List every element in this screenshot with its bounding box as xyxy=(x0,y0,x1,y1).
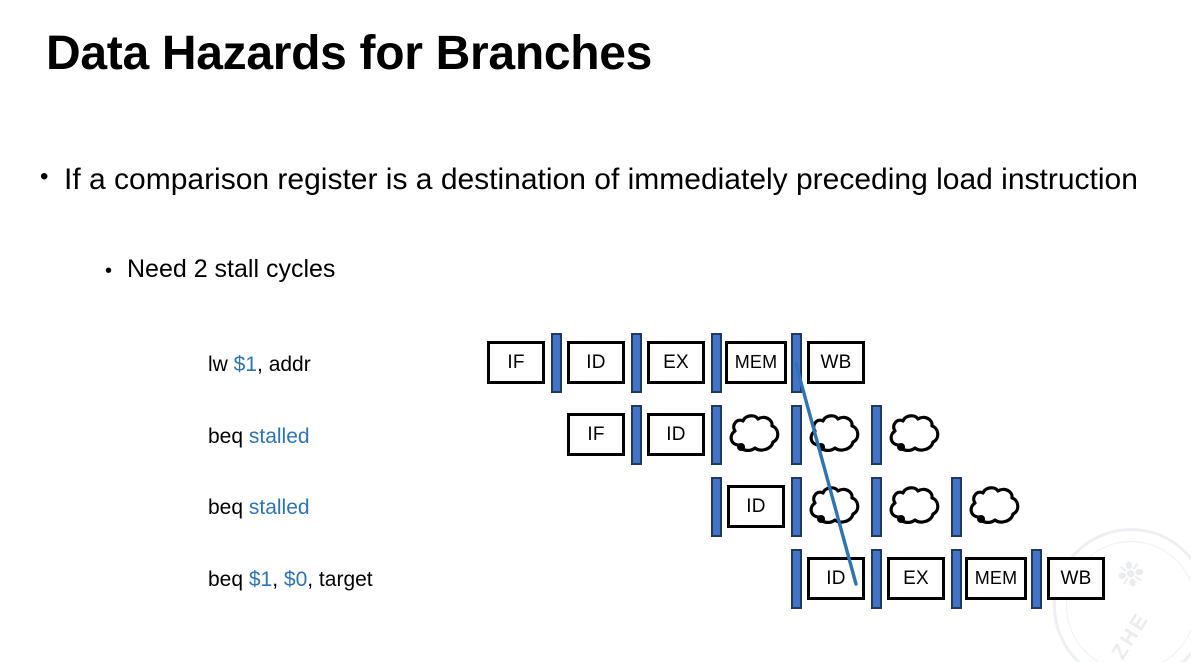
instruction-label-row3: beq stalled xyxy=(208,496,310,520)
instruction-text-row2-part1: beq xyxy=(208,425,249,448)
instruction-text-row4-part3: , xyxy=(272,568,284,591)
pipeline-register-row4-4 xyxy=(1031,549,1042,609)
instruction-text-row4-part2: $1 xyxy=(248,568,273,591)
pipeline-register-row3-1 xyxy=(711,477,722,537)
stage-box-row2-if: IF xyxy=(567,413,625,456)
instruction-text-row2-part2: stalled xyxy=(248,425,310,448)
pipeline-register-row3-2 xyxy=(791,477,802,537)
stall-bubble-row3-3 xyxy=(966,483,1022,529)
stage-box-row4-id: ID xyxy=(807,557,865,600)
stall-bubble-row3-2 xyxy=(886,483,942,529)
pipeline-register-row1-2 xyxy=(631,333,642,393)
pipeline-register-row2-1 xyxy=(631,405,642,465)
pipeline-register-row1-1 xyxy=(551,333,562,393)
page-title: Data Hazards for Branches xyxy=(46,27,653,80)
instruction-label-row2: beq stalled xyxy=(208,425,310,449)
pipeline-register-row4-2 xyxy=(871,549,882,609)
pipeline-register-row1-3 xyxy=(711,333,722,393)
instruction-text-row4-part4: $0 xyxy=(283,568,308,591)
bullet-text-secondary: Need 2 stall cycles xyxy=(127,255,336,283)
stage-box-row1-wb: WB xyxy=(807,341,865,384)
bullet-marker-icon: • xyxy=(105,260,113,282)
bullet-text-primary: If a comparison register is a destinatio… xyxy=(64,163,1138,196)
stage-box-row1-ex: EX xyxy=(647,341,705,384)
instruction-text-row3-part2: stalled xyxy=(248,496,310,519)
pipeline-register-row2-3 xyxy=(791,405,802,465)
stage-box-row1-id: ID xyxy=(567,341,625,384)
instruction-text-row3-part1: beq xyxy=(208,496,249,519)
stage-box-row4-mem: MEM xyxy=(965,557,1027,600)
stage-box-row4-wb: WB xyxy=(1047,557,1105,600)
pipeline-register-row4-3 xyxy=(951,549,962,609)
stage-box-row1-mem: MEM xyxy=(725,341,787,384)
instruction-text-row1-part2: $1 xyxy=(233,353,258,376)
bullet-marker-icon: • xyxy=(40,163,49,190)
instruction-text-row1-part1: lw xyxy=(208,353,234,376)
bullet-item-secondary: • Need 2 stall cycles xyxy=(105,255,335,287)
stage-box-row4-ex: EX xyxy=(887,557,945,600)
stall-bubble-row2-3 xyxy=(886,411,942,457)
pipeline-register-row3-4 xyxy=(951,477,962,537)
pipeline-register-row3-3 xyxy=(871,477,882,537)
pipeline-register-row2-2 xyxy=(711,405,722,465)
stall-bubble-row2-1 xyxy=(726,411,782,457)
stage-box-row1-if: IF xyxy=(487,341,545,384)
instruction-text-row4-part5: , target xyxy=(307,568,373,591)
pipeline-register-row2-4 xyxy=(871,405,882,465)
stage-box-row2-id: ID xyxy=(647,413,705,456)
bullet-item-primary: • If a comparison register is a destinat… xyxy=(40,158,1170,202)
instruction-text-row4-part1: beq xyxy=(208,568,249,591)
instruction-label-row4: beq $1, $0, target xyxy=(208,568,373,592)
pipeline-register-row4-1 xyxy=(791,549,802,609)
instruction-text-row1-part3: , addr xyxy=(257,353,311,376)
instruction-label-row1: lw $1, addr xyxy=(208,353,311,377)
stage-box-row3-id: ID xyxy=(727,485,785,528)
